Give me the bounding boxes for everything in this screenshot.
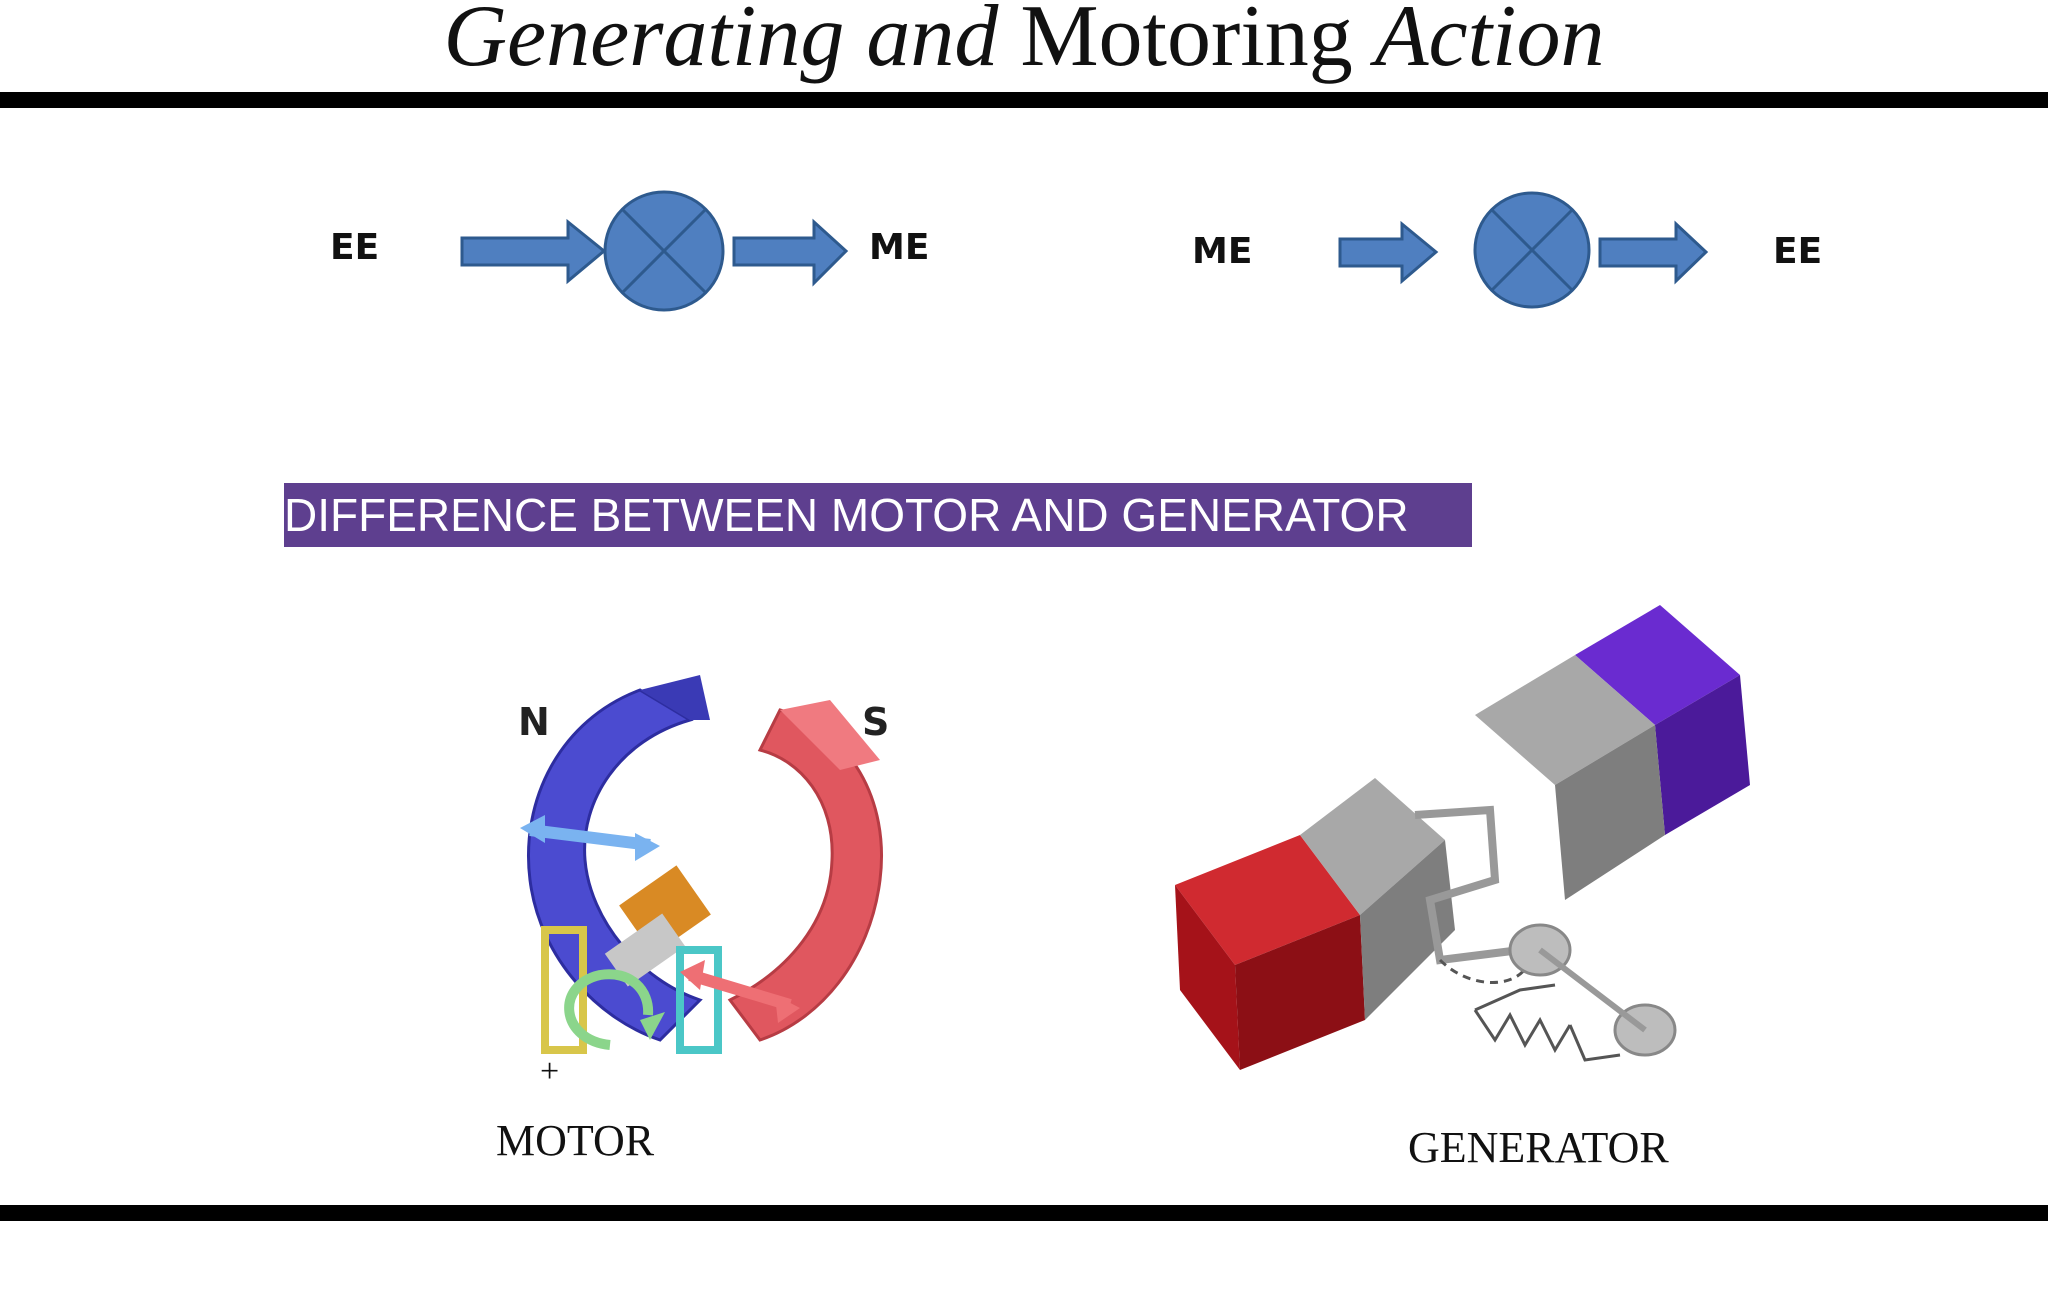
title-word-action: Action	[1374, 0, 1605, 85]
terminal-plus-label: +	[540, 1053, 560, 1090]
motor-caption: MOTOR	[496, 1116, 655, 1165]
generator-input-arrow	[1338, 220, 1439, 285]
motor-input-label: EE	[330, 227, 380, 268]
motor-output-arrow	[732, 218, 849, 287]
motor-input-arrow	[460, 218, 607, 285]
top-divider	[0, 92, 2048, 108]
slide-title: Generating and Motoring Action	[0, 0, 2048, 87]
generator-illustration	[1175, 605, 1750, 1070]
motor-output-label: ME	[869, 227, 930, 268]
generator-machine-symbol	[1473, 191, 1591, 309]
motor-illustration	[520, 675, 883, 1054]
difference-banner: DIFFERENCE BETWEEN MOTOR AND GENERATOR	[284, 483, 1472, 547]
motor-machine-symbol	[603, 190, 725, 312]
north-pole-magnet	[527, 688, 703, 1042]
generator-flow	[1338, 191, 1709, 309]
bottom-divider	[0, 1205, 2048, 1221]
generator-output-label: EE	[1773, 231, 1823, 272]
title-word-motoring: Motoring	[1020, 0, 1353, 85]
south-pole-label: S	[862, 700, 890, 744]
south-pole-magnet	[727, 708, 883, 1042]
motor-flow	[460, 190, 849, 312]
generator-input-label: ME	[1192, 231, 1253, 272]
generator-output-arrow	[1598, 220, 1709, 285]
north-pole-label: N	[518, 700, 550, 744]
generator-caption: GENERATOR	[1408, 1123, 1669, 1172]
title-word-and: and	[866, 0, 999, 85]
title-word-generating: Generating	[443, 0, 845, 85]
